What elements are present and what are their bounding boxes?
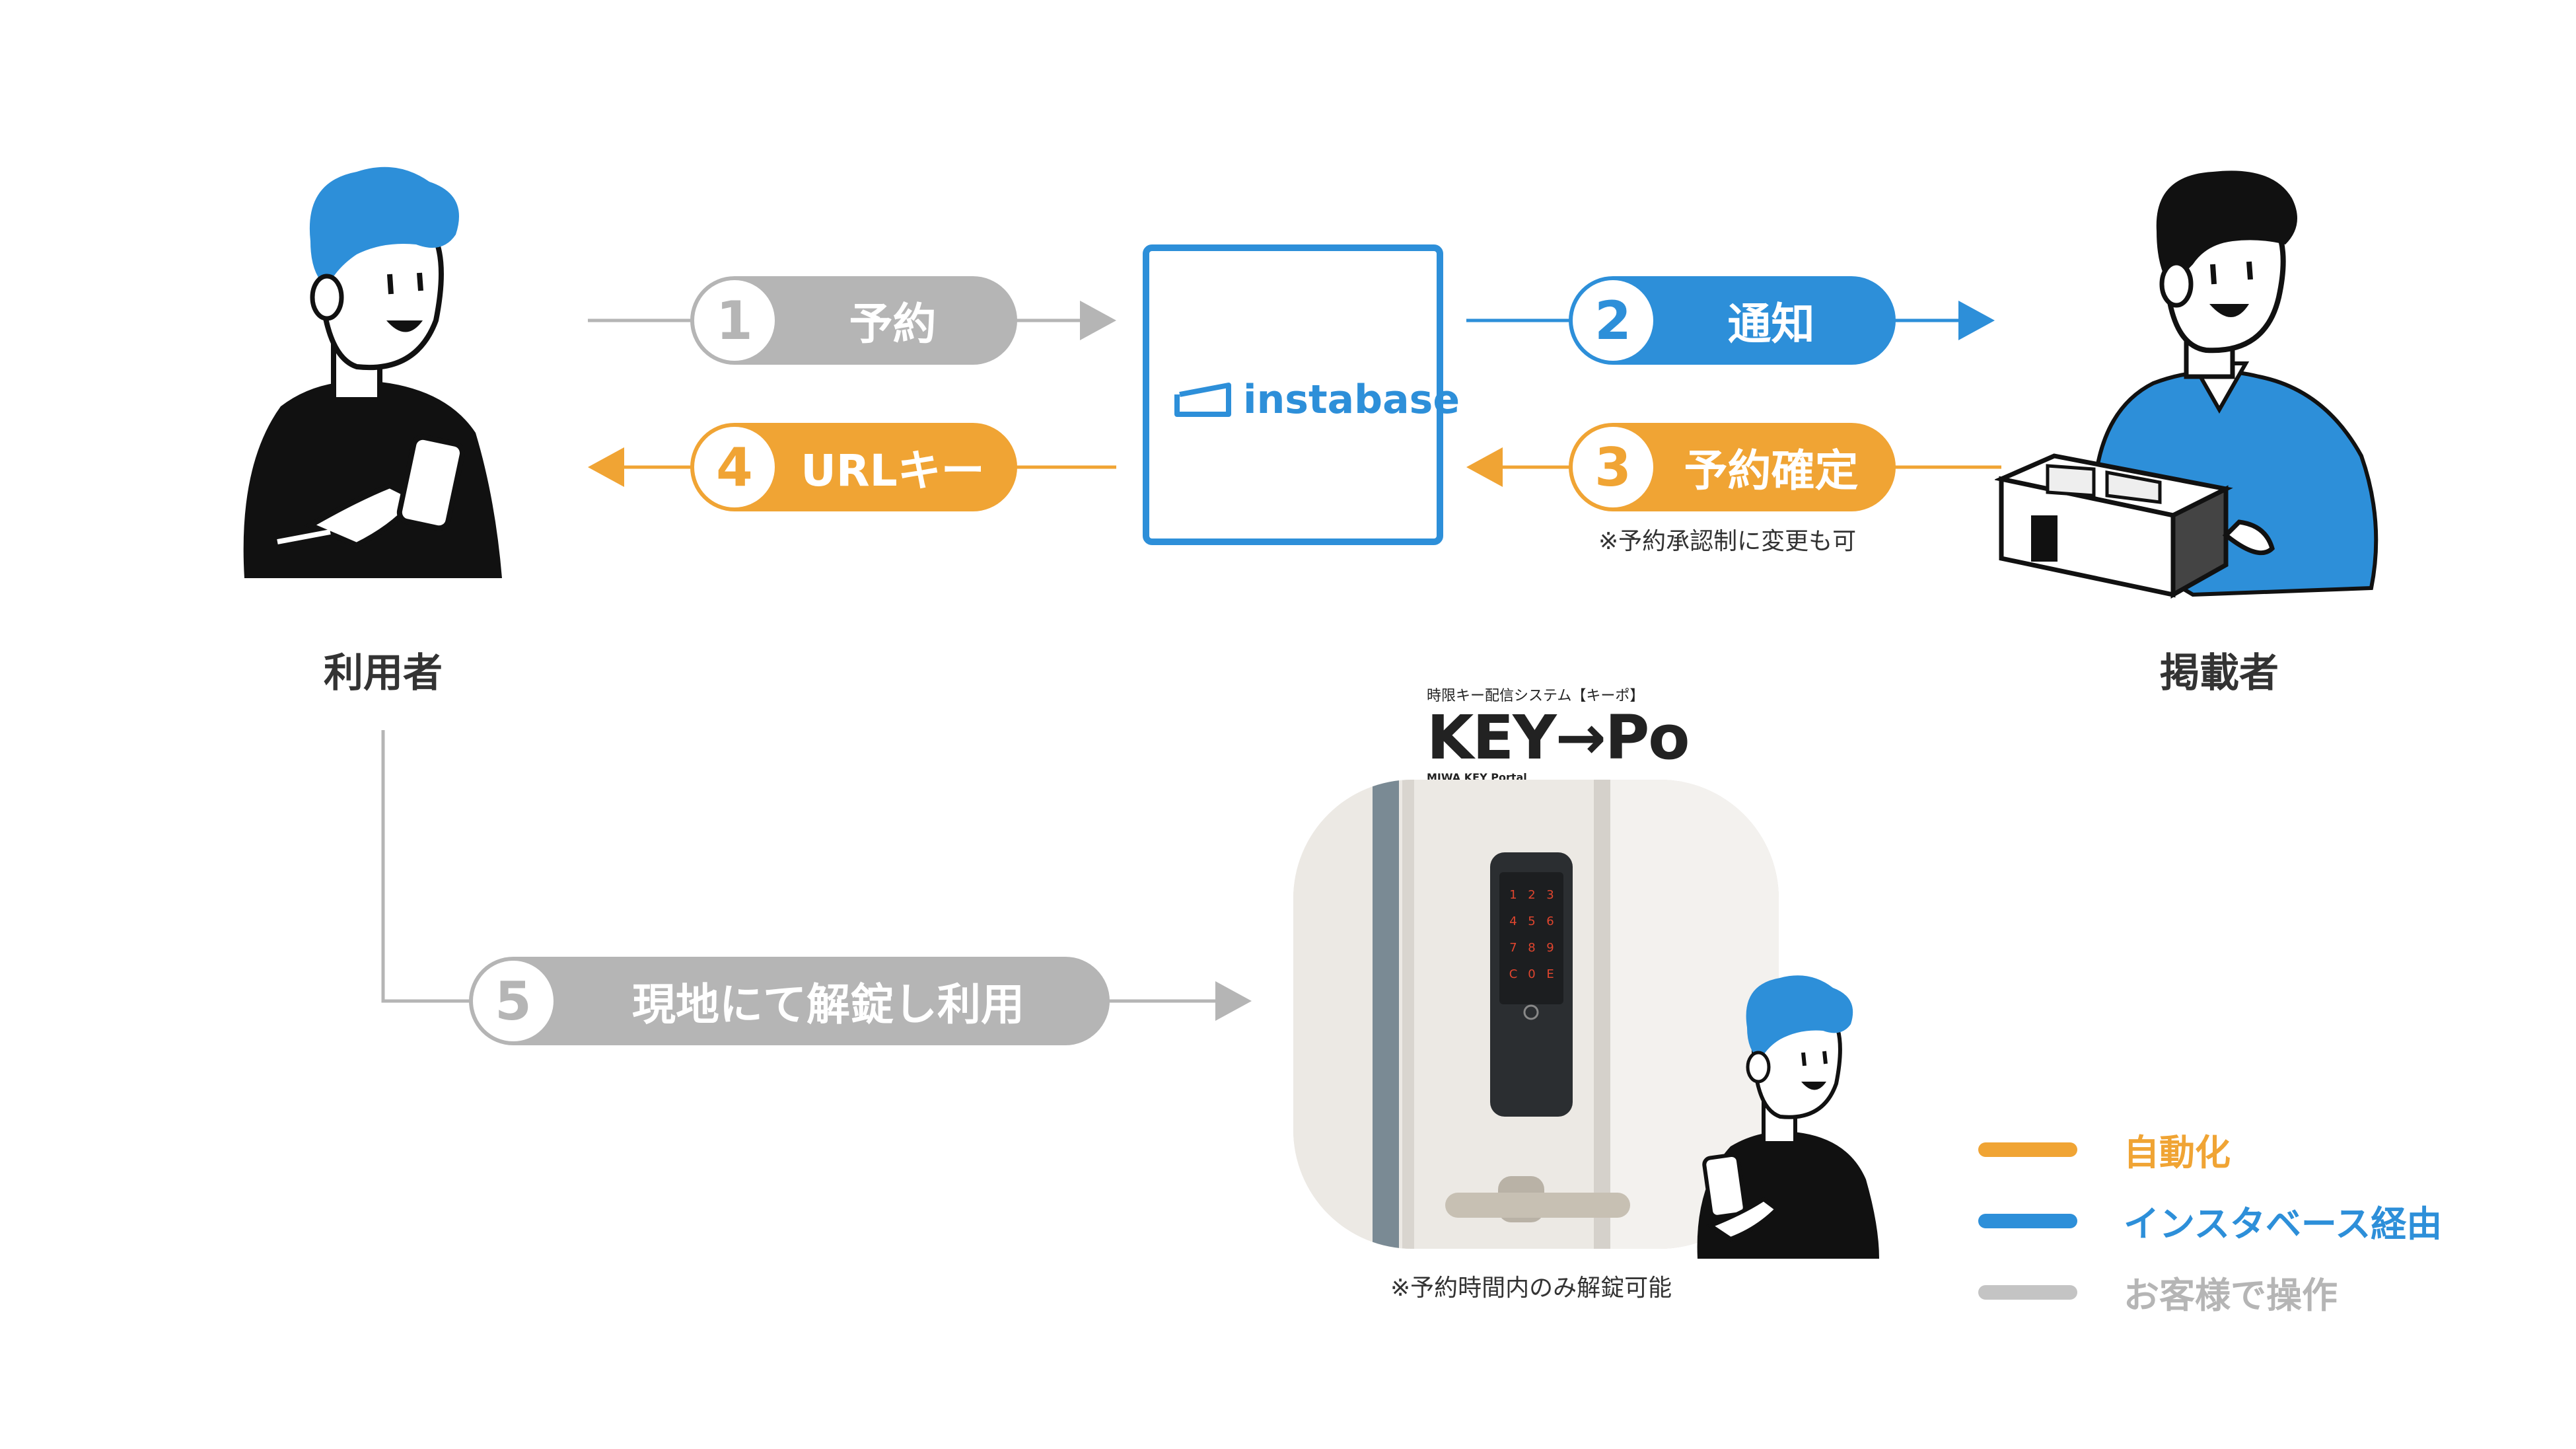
lock-note: ※予約時間内のみ解錠可能 (1390, 1275, 1672, 1302)
keypad-key-3: 3 (1546, 888, 1554, 902)
step-5-pill: 5 現地にて解錠し利用 (469, 957, 1110, 1045)
host-hair (2156, 170, 2297, 291)
keypad-key-0: 0 (1528, 967, 1535, 981)
keypad-key-9: 9 (1546, 941, 1554, 955)
step-4-pill: 4 URLキー (690, 423, 1017, 511)
keypo-wordmark: KEY→Po (1427, 702, 1690, 773)
step-4-number: 4 (694, 427, 775, 507)
keypad-key-2: 2 (1528, 888, 1535, 902)
step-1-number: 1 (694, 280, 775, 361)
legend-label-auto: 自動化 (2124, 1132, 2231, 1173)
keypad-key-8: 8 (1528, 941, 1535, 955)
user-mouth (386, 320, 423, 332)
keypo-tagline: 時限キー配信システム【キーポ】 (1427, 688, 1645, 704)
user-small-illustration (1697, 975, 1879, 1259)
step-3-number: 3 (1573, 427, 1653, 507)
step-4-label: URLキー (801, 445, 985, 496)
step-1-label: 予約 (849, 299, 937, 350)
legend-label-customer: お客様で操作 (2124, 1275, 2338, 1316)
keypad-key-1: 1 (1509, 888, 1517, 902)
keypo-logo: 時限キー配信システム【キーポ】 KEY→Po MIWA KEY Portal (1427, 684, 1690, 784)
legend-swatch-customer (1978, 1284, 2077, 1300)
legend-swatch-instabase (1978, 1213, 2077, 1228)
keypad-key-6: 6 (1546, 914, 1554, 928)
instabase-logo: instabase (1173, 377, 1460, 423)
user-illustration (243, 167, 502, 578)
keypad-key-4: 4 (1509, 914, 1517, 928)
step-3-pill: 3 予約確定 (1569, 423, 1896, 511)
instabase-mark-icon (1174, 383, 1231, 417)
user-body (243, 381, 502, 578)
host-illustration (1995, 170, 2379, 599)
step-5-number: 5 (473, 961, 554, 1041)
host-label: 掲載者 (2160, 650, 2279, 696)
legend-swatch-auto (1978, 1142, 2077, 1157)
instabase-box: instabase (1143, 244, 1460, 545)
keypad-key-C: C (1509, 967, 1518, 981)
keypad-key-E: E (1546, 967, 1554, 981)
user-hair (309, 167, 459, 287)
user-label: 利用者 (324, 650, 443, 696)
step-2-number: 2 (1573, 280, 1653, 361)
step-2-pill: 2 通知 (1569, 276, 1896, 365)
step-5-label: 現地にて解錠し利用 (632, 979, 1024, 1030)
legend-label-instabase: インスタベース経由 (2124, 1203, 2443, 1245)
step-3-note: ※予約承認制に変更も可 (1598, 528, 1857, 555)
building-model (1995, 453, 2233, 599)
step-3-label: 予約確定 (1684, 445, 1859, 496)
legend-item-instabase: インスタベース経由 (1978, 1195, 2442, 1247)
instabase-wordmark: instabase (1243, 377, 1460, 423)
user-ear (310, 274, 344, 321)
step-2-label: 通知 (1727, 299, 1815, 350)
user-phone (396, 434, 466, 531)
legend-item-auto: 自動化 (1978, 1123, 2231, 1175)
keypad-key-7: 7 (1509, 941, 1517, 955)
keypad-key-5: 5 (1528, 914, 1535, 928)
legend-item-customer: お客様で操作 (1978, 1266, 2338, 1318)
step-1-pill: 1 予約 (690, 276, 1017, 365)
